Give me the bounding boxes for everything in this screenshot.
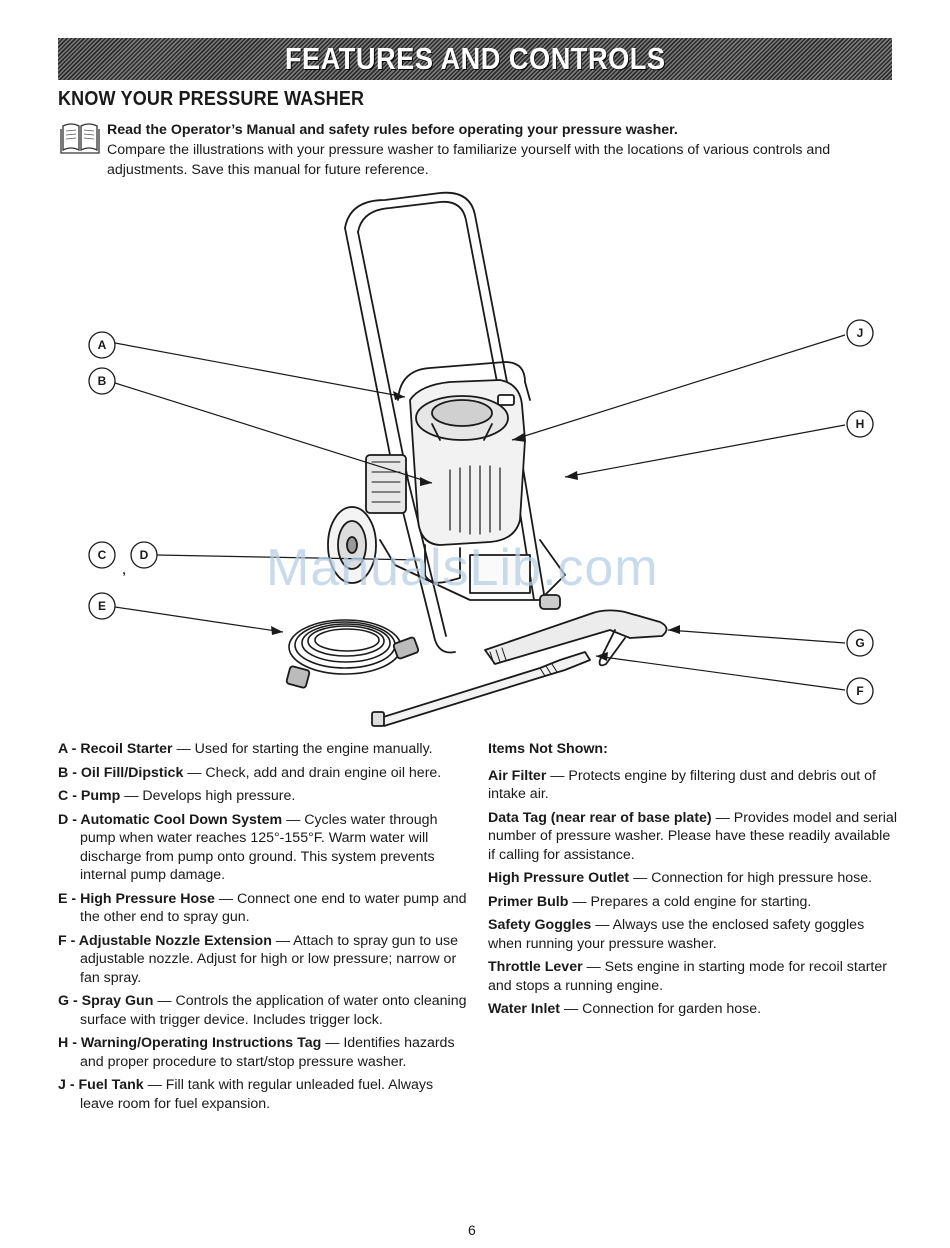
item-description: — Develops high pressure. (120, 788, 296, 804)
item-label: E - High Pressure Hose (58, 890, 215, 907)
item-label: High Pressure Outlet (488, 870, 630, 886)
spray-gun (484, 609, 668, 665)
callout-d: D (140, 548, 149, 562)
intro-bold-text: Read the Operator’s Manual and safety ru… (107, 122, 678, 138)
item-label: C - Pump (58, 788, 121, 804)
callout-a: A (98, 338, 107, 352)
banner-title: FEATURES AND CONTROLS (284, 41, 666, 76)
item-description: — Protects engine by filtering dust and … (488, 767, 876, 803)
item-label: Throttle Lever (488, 959, 583, 975)
item-label: Air Filter (488, 767, 547, 784)
item-description: — Connect one end to water pump and the … (80, 890, 467, 926)
manual-book-icon (60, 123, 100, 154)
item-label: A - Recoil Starter (58, 741, 173, 757)
nozzle-extension (379, 651, 591, 727)
list-item: High Pressure Outlet — Connection for hi… (488, 869, 898, 888)
list-item: J - Fuel Tank — Fill tank with regular u… (58, 1076, 468, 1113)
list-item: Data Tag (near rear of base plate) — Pro… (488, 809, 898, 865)
list-item: D - Automatic Cool Down System — Cycles … (58, 811, 468, 885)
callout-c: C (98, 548, 107, 562)
item-description: — Controls the application of water onto… (80, 993, 467, 1028)
item-description: — Used for starting the engine manually. (172, 741, 433, 757)
callout-cd-separator: , (122, 563, 125, 577)
intro-paragraph: Read the Operator’s Manual and safety ru… (107, 120, 897, 180)
item-description: — Cycles water through pump when water r… (80, 811, 438, 884)
item-description: — Connection for garden hose. (560, 1001, 762, 1017)
list-item: Air Filter — Protects engine by filterin… (488, 767, 898, 804)
item-label: B - Oil Fill/Dipstick (58, 764, 184, 781)
parts-list-right: Items Not Shown: Air Filter — Protects e… (488, 740, 898, 1024)
item-label: F - Adjustable Nozzle Extension (58, 932, 272, 949)
item-description: — Check, add and drain engine oil here. (183, 764, 442, 781)
list-item: C - Pump — Develops high pressure. (58, 787, 468, 806)
page-number: 6 (468, 1222, 476, 1238)
item-description: — Identifies hazards and proper procedur… (80, 1035, 455, 1070)
item-description: — Prepares a cold engine for starting. (568, 893, 812, 910)
item-label: H - Warning/Operating Instructions Tag (58, 1035, 322, 1051)
list-item: A - Recoil Starter — Used for starting t… (58, 740, 468, 759)
list-item: Throttle Lever — Sets engine in starting… (488, 958, 898, 995)
intro-text: Compare the illustrations with your pres… (107, 142, 831, 178)
watermark: ManualsLib.com (266, 539, 659, 597)
list-item: F - Adjustable Nozzle Extension — Attach… (58, 932, 468, 988)
list-item: Water Inlet — Connection for garden hose… (488, 1000, 898, 1019)
item-label: Data Tag (near rear of base plate) (488, 809, 712, 826)
pump (424, 544, 461, 584)
list-item: B - Oil Fill/Dipstick — Check, add and d… (58, 764, 468, 783)
callout-h: H (856, 417, 865, 431)
features-banner: FEATURES AND CONTROLS (58, 38, 892, 80)
item-label: D - Automatic Cool Down System (58, 811, 283, 828)
item-description: — Always use the enclosed safety goggles… (488, 917, 865, 952)
list-item: Safety Goggles — Always use the enclosed… (488, 916, 898, 953)
items-not-shown-heading: Items Not Shown: (488, 741, 608, 757)
item-label: J - Fuel Tank (58, 1077, 144, 1093)
callout-j: J (857, 326, 864, 340)
pressure-washer-diagram: A B C , D E J H G F (88, 191, 874, 727)
callout-b: B (98, 374, 107, 388)
base-plate (379, 539, 566, 601)
item-label: Primer Bulb (488, 893, 569, 910)
list-item: H - Warning/Operating Instructions Tag —… (58, 1034, 468, 1071)
item-description: — Attach to spray gun to use adjustable … (80, 932, 459, 986)
item-label: Water Inlet (488, 1001, 560, 1017)
list-item: G - Spray Gun — Controls the application… (58, 992, 468, 1029)
item-label: Safety Goggles (488, 917, 592, 933)
item-label: G - Spray Gun (58, 993, 154, 1009)
section-title: KNOW YOUR PRESSURE WASHER (58, 88, 365, 110)
callout-e: E (98, 599, 106, 613)
list-item: E - High Pressure Hose — Connect one end… (58, 890, 468, 927)
callout-g: G (855, 636, 864, 650)
list-item: Primer Bulb — Prepares a cold engine for… (488, 893, 898, 912)
item-description: — Provides model and serial number of pr… (488, 809, 897, 863)
parts-list-left: A - Recoil Starter — Used for starting t… (58, 740, 468, 1118)
item-description: — Fill tank with regular unleaded fuel. … (80, 1077, 434, 1112)
item-description: — Sets engine in starting mode for recoi… (488, 959, 887, 994)
handle-frame (344, 191, 546, 601)
callout-f: F (856, 684, 863, 698)
hose-coil (288, 619, 402, 675)
item-description: — Connection for high pressure hose. (629, 870, 873, 886)
